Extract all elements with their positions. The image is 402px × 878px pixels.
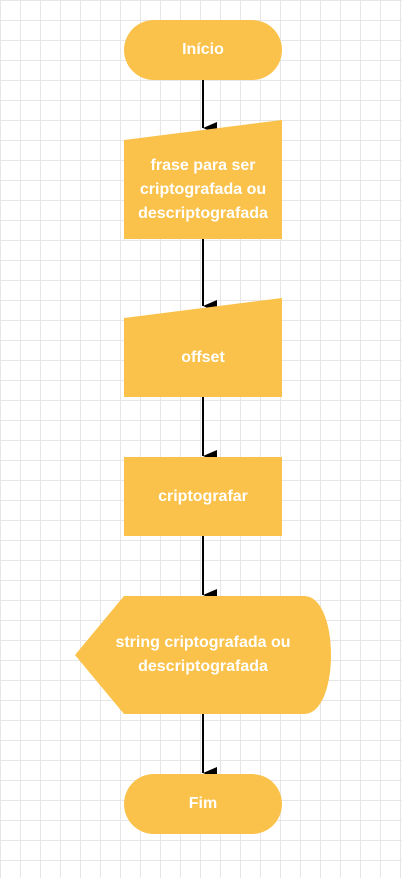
phrase-label: frase para ser criptografada ou descript… bbox=[138, 156, 268, 222]
end-label: Fim bbox=[188, 795, 218, 812]
end-terminator[interactable] bbox=[124, 774, 282, 834]
offset-manual-input[interactable] bbox=[124, 298, 282, 397]
output-display[interactable] bbox=[75, 596, 331, 714]
start-terminator[interactable] bbox=[124, 20, 282, 80]
process-label: criptografar bbox=[158, 487, 248, 505]
process-box[interactable] bbox=[124, 457, 282, 536]
phrase-manual-input[interactable] bbox=[124, 120, 282, 239]
offset-label: offset bbox=[181, 348, 225, 366]
start-label: Início bbox=[182, 41, 224, 58]
output-label: string criptografada ou descriptografada bbox=[115, 634, 291, 675]
